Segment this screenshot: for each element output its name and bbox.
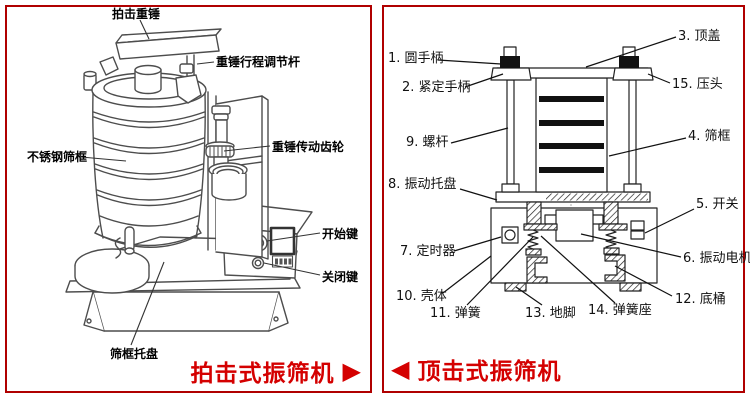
left-arrow-icon: ◀ — [391, 355, 410, 383]
label-lock-handle: 2. 紧定手柄 — [402, 80, 471, 95]
press-head-left — [490, 67, 532, 81]
mesh-bar — [539, 120, 604, 126]
leader-foot — [515, 286, 543, 306]
press-head-right — [612, 67, 654, 81]
hammer-beam — [115, 28, 222, 104]
leader-gear — [223, 145, 271, 152]
left-caption: 拍击式振筛机 ▶ — [191, 354, 361, 388]
screw-rod-left — [501, 79, 520, 193]
label-tray: 筛框托盘 — [110, 347, 159, 361]
top-impact-shaker-drawing — [437, 36, 695, 306]
bottom-barrel-left — [526, 256, 548, 284]
mesh-bar — [539, 96, 604, 102]
leader-sieve-frame — [608, 137, 687, 157]
label-stroke-rod: 重锤行程调节杆 — [216, 55, 301, 69]
timer — [501, 226, 519, 244]
label-screw-rod: 9. 螺杆 — [406, 135, 449, 150]
label-sieve-frame: 不锈钢筛框 — [27, 150, 88, 164]
leader-lock-handle — [464, 73, 504, 88]
stop-button — [251, 256, 265, 270]
label-housing: 10. 壳体 — [396, 289, 447, 304]
leader-bottom-barrel — [614, 265, 673, 297]
leader-timer — [453, 236, 502, 252]
screw-rod-right — [623, 79, 642, 193]
leader-start-key — [266, 232, 321, 242]
right-panel: 1. 圆手柄 2. 紧定手柄 3. 顶盖 15. 压头 9. 螺杆 4. 筛框 … — [382, 5, 750, 393]
leader-tray — [130, 261, 165, 346]
label-spring-seat: 14. 弹簧座 — [588, 303, 652, 318]
mesh-bar — [539, 143, 604, 149]
label-motor: 6. 振动电机 — [683, 251, 750, 266]
label-gear: 重锤传动齿轮 — [272, 140, 345, 154]
adjustment-collar — [179, 63, 194, 74]
spring-assembly-left — [523, 223, 558, 256]
leader-close-key — [263, 262, 321, 276]
label-vib-tray: 8. 振动托盘 — [388, 177, 457, 192]
spring-seat-left — [525, 248, 542, 256]
leader-lines-left — [80, 19, 321, 346]
leader-press-head — [647, 73, 671, 84]
leader-top-cover — [585, 36, 677, 68]
label-sieve-frame: 4. 筛框 — [688, 129, 731, 144]
label-timer: 7. 定时器 — [400, 244, 456, 259]
gear-assembly — [205, 105, 248, 201]
foot-right — [619, 282, 642, 292]
left-panel: 拍击重锤 重锤行程调节杆 不锈钢筛框 重锤传动齿轮 开始键 关闭键 筛框托盘 拍… — [5, 5, 372, 393]
support-post-left — [526, 201, 542, 225]
leader-spring-seat — [540, 235, 616, 304]
label-switch: 5. 开关 — [696, 197, 739, 212]
right-caption: ◀ 顶击式振筛机 — [391, 352, 561, 386]
spring-assembly-right — [598, 223, 628, 255]
round-handle-right — [619, 46, 639, 68]
spring-right — [605, 229, 617, 250]
label-top-cover: 3. 顶盖 — [678, 29, 721, 44]
power-switch — [630, 220, 645, 240]
leader-sieve-frame — [80, 156, 127, 162]
right-arrow-icon: ▶ — [342, 357, 361, 385]
label-hammer: 拍击重锤 — [112, 7, 161, 21]
vibration-tray — [495, 191, 651, 203]
leader-lines-right — [437, 36, 695, 306]
round-handle-left — [500, 46, 520, 68]
mesh-bar — [539, 167, 604, 173]
leader-screw-rod — [450, 127, 509, 144]
label-close-key: 关闭键 — [322, 270, 359, 284]
label-foot: 13. 地脚 — [525, 306, 576, 321]
spring-seat-right — [603, 247, 620, 255]
leader-housing — [442, 255, 492, 294]
left-caption-text: 拍击式振筛机 — [190, 361, 335, 387]
display-window — [269, 226, 296, 256]
label-spring: 11. 弹簧 — [430, 306, 481, 321]
leader-motor — [580, 233, 682, 258]
sieve-stack-section — [535, 77, 608, 193]
label-start-key: 开始键 — [322, 227, 359, 241]
spring-left — [527, 229, 539, 250]
leader-switch — [644, 208, 695, 234]
slap-shaker-drawing — [65, 19, 321, 346]
leader-round-handle — [437, 59, 502, 65]
leader-stroke-rod — [196, 61, 215, 65]
right-caption-text: 顶击式振筛机 — [417, 359, 562, 385]
label-press-head: 15. 压头 — [672, 77, 723, 92]
bottom-barrel-right — [604, 254, 626, 282]
leader-vib-tray — [459, 188, 498, 201]
leader-spring — [466, 236, 534, 306]
foot-left — [504, 282, 527, 292]
leader-hammer — [139, 19, 150, 40]
support-post-right — [603, 201, 619, 225]
label-bottom-barrel: 12. 底桶 — [675, 292, 726, 307]
label-round-handle: 1. 圆手柄 — [388, 51, 444, 66]
outlet-pipe — [114, 226, 135, 259]
